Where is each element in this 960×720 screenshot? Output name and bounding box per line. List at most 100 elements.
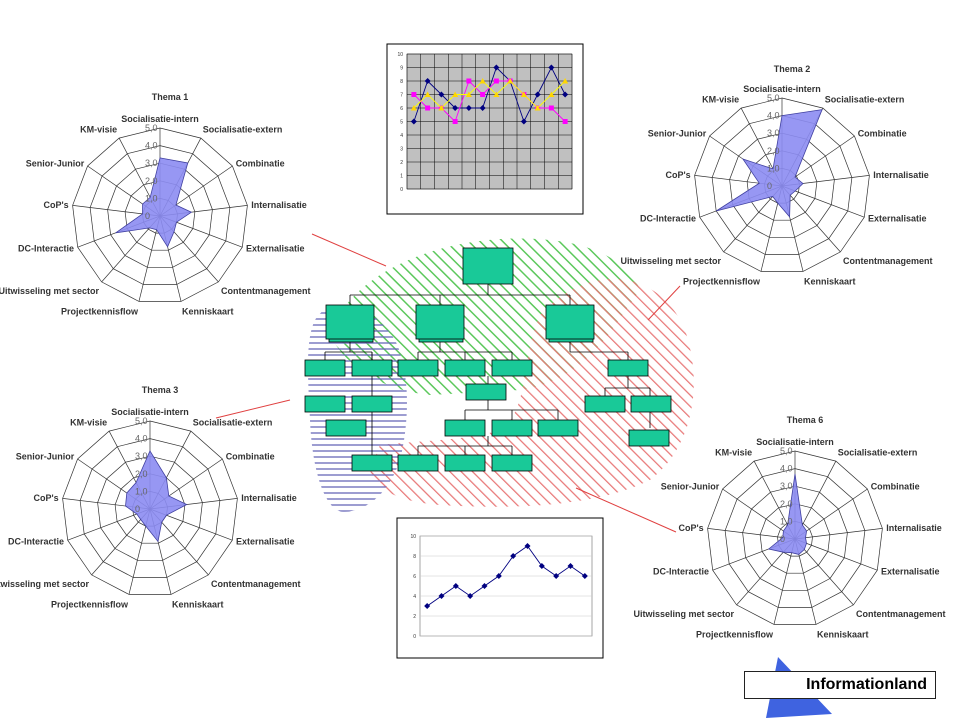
radar-grid-ring [694, 97, 870, 272]
radar-axis-label: Kenniskaart [817, 629, 869, 639]
data-point [452, 583, 459, 589]
radar-spoke [67, 508, 151, 541]
org-box [491, 419, 533, 437]
radar-axis-label: Kenniskaart [804, 276, 856, 286]
radar-axis-label: Senior-Junior [26, 159, 85, 169]
radar-grid-ring [97, 455, 203, 561]
y-tick-label: 9 [400, 66, 403, 72]
brand-box: Informationland [744, 671, 936, 699]
org-box [465, 383, 507, 401]
radar-axis-label: CoP's [679, 523, 704, 533]
radar-grid-ring [724, 468, 866, 608]
series-line [413, 80, 566, 109]
radar-chart: 5,04,03,02,01,00Socialisatie-internSocia… [0, 385, 301, 609]
org-box [397, 454, 439, 472]
data-point [438, 91, 445, 98]
radar-title: Thema 1 [152, 92, 189, 102]
radar-spoke [91, 508, 151, 576]
radar-spoke [722, 488, 796, 540]
data-point [538, 563, 545, 569]
radar-series-area [115, 157, 193, 248]
radar-tick-label: 2,0 [135, 469, 148, 479]
data-point [520, 118, 527, 125]
radar-axis-label: Projectkennisflow [61, 306, 139, 316]
radar-axis-label: CoP's [44, 200, 69, 210]
org-box [351, 359, 393, 377]
data-point [466, 78, 472, 84]
radar-axis-label: KM-visie [715, 448, 752, 458]
radar-chart: 5,04,03,02,01,00Socialisatie-internSocia… [0, 92, 311, 316]
radar-grid-ring [72, 127, 248, 302]
radar-grid-ring [89, 145, 231, 285]
radar-axis-label: Contentmanagement [843, 256, 933, 266]
data-point [424, 78, 431, 84]
y-tick-label: 5 [400, 120, 403, 126]
radar-tick-label: 5,0 [135, 416, 148, 426]
radar-axis-label: Combinatie [226, 452, 275, 462]
data-point [452, 105, 459, 111]
data-point [411, 92, 417, 97]
radar-axis-label: DC-Interactie [640, 214, 696, 224]
radar-tick-label: 1,0 [780, 516, 793, 526]
org-box [607, 359, 649, 377]
org-box-root [462, 247, 514, 285]
org-box [584, 395, 626, 413]
radar-axis-label: Senior-Junior [648, 129, 707, 139]
radar-grid-ring [62, 420, 238, 595]
radar-tick-label: 4,0 [767, 111, 780, 121]
org-box [304, 359, 346, 377]
radar-grid-ring [742, 485, 848, 591]
org-box [444, 419, 486, 437]
radar-axis-label: Socialisatie-extern [203, 125, 283, 135]
radar-axis-label: KM-visie [70, 418, 107, 428]
plot-area [419, 535, 593, 637]
radar-grid-ring [124, 180, 196, 251]
data-point [562, 119, 568, 124]
y-tick-label: 4 [400, 133, 403, 139]
org-box [444, 454, 486, 472]
radar-tick-label: 0 [767, 181, 772, 191]
org-box-level1 [545, 304, 595, 340]
data-point [424, 91, 431, 97]
connector-thema-3 [215, 399, 291, 419]
radar-grid-ring [707, 450, 883, 625]
org-chart [304, 247, 672, 472]
radar-axis-label: Externalisatie [246, 244, 305, 254]
radar-spoke [707, 528, 796, 540]
red-hatched-region [370, 278, 694, 507]
radar-axis-label: Externalisatie [236, 537, 295, 547]
radar-grid-ring [114, 473, 186, 544]
radar-tick-label: 2,0 [780, 499, 793, 509]
radar-axis-label: Senior-Junior [661, 482, 720, 492]
data-point [480, 92, 486, 97]
radar-series-area [715, 109, 823, 218]
radar-chart: 5,04,03,02,01,00Socialisatie-internSocia… [620, 64, 932, 286]
y-tick-label: 6 [400, 106, 403, 112]
org-box [304, 395, 346, 413]
y-tick-label: 7 [400, 93, 403, 99]
radar-axis-label: Internalisatie [873, 170, 929, 180]
radar-tick-label: 1,0 [767, 163, 780, 173]
y-tick-label: 2 [413, 614, 416, 620]
y-tick-label: 4 [413, 594, 416, 600]
data-point [481, 583, 488, 589]
data-point [567, 563, 574, 569]
radar-grid-ring [729, 132, 835, 238]
connector-lines [215, 233, 681, 533]
radar-grid-ring [759, 503, 831, 574]
radar-spoke [794, 538, 878, 571]
radar-spoke [794, 488, 868, 540]
y-tick-label: 1 [400, 174, 403, 180]
radar-axis-label: DC-Interactie [653, 567, 709, 577]
data-point [548, 64, 555, 71]
data-point [479, 78, 486, 84]
radar-tick-label: 5,0 [767, 93, 780, 103]
org-box [491, 359, 533, 377]
data-point [467, 593, 474, 599]
data-point [410, 105, 417, 111]
radar-tick-label: 4,0 [145, 141, 158, 151]
org-box [351, 454, 393, 472]
connector-thema-1 [311, 233, 387, 267]
data-point [520, 91, 527, 97]
